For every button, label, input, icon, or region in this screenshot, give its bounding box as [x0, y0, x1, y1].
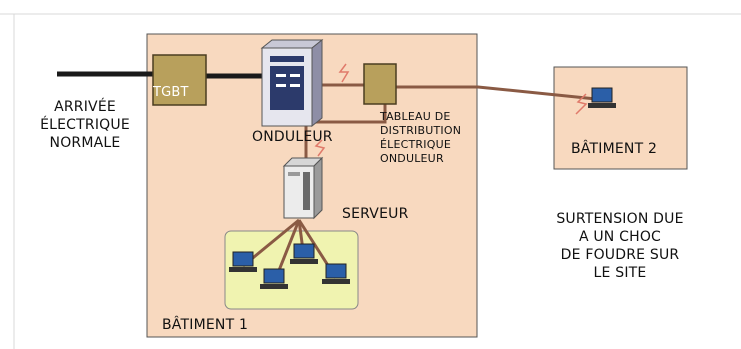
computer-icon: [588, 87, 616, 108]
lightning-icon: [575, 93, 588, 115]
serveur-label: SERVEUR: [342, 206, 409, 222]
arrivee-label: ARRIVÉE ÉLECTRIQUE NORMALE: [40, 99, 130, 151]
tgbt-panel-icon: [152, 54, 207, 106]
distribution-panel-icon: [363, 63, 397, 105]
computer-icon: [322, 263, 350, 284]
onduleur-label: ONDULEUR: [252, 129, 333, 145]
panel-server-cable: [304, 104, 387, 158]
server-icon: [282, 156, 324, 220]
lightning-icon: [338, 63, 350, 83]
batiment2-label: BÂTIMENT 2: [571, 141, 658, 157]
panel-building2-cable: [396, 85, 597, 101]
lan-zone: [224, 230, 359, 310]
ups-icon: [260, 38, 324, 128]
tableau-label: TABLEAU DE DISTRIBUTION ÉLECTRIQUE ONDUL…: [380, 110, 462, 165]
lightning-icon: [314, 139, 326, 157]
tgbt-label: TGBT: [153, 85, 189, 100]
batiment2-box: [553, 66, 688, 170]
batiment1-label: BÂTIMENT 1: [162, 317, 249, 333]
computer-icon: [290, 243, 318, 264]
computer-icon: [260, 268, 288, 289]
surtension-label: SURTENSION DUE A UN CHOC DE FOUDRE SUR L…: [556, 211, 684, 281]
computer-icon: [229, 251, 257, 272]
